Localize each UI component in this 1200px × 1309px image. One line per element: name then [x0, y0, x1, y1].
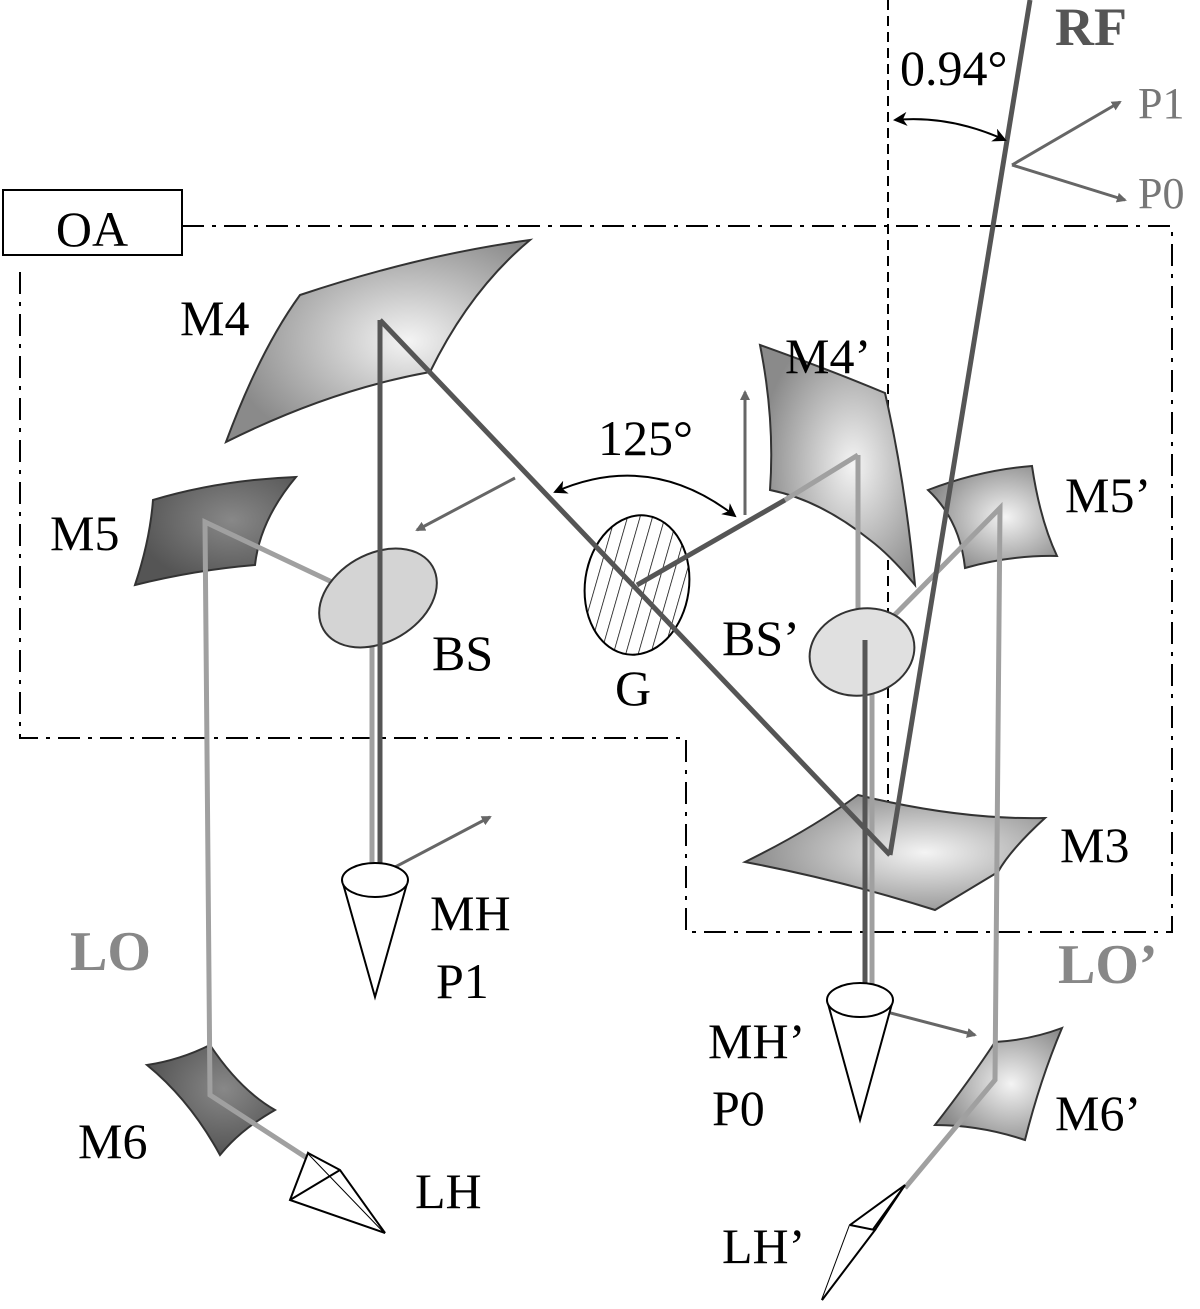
m4-prime-label: M4’	[785, 328, 871, 384]
mh-label: MH	[430, 885, 511, 941]
signal-beam	[377, 0, 1033, 1000]
oa-label-box: OA	[2, 189, 183, 257]
mh-horn	[341, 862, 409, 1001]
angle-arc-g	[553, 474, 737, 518]
p1-output-label: P1	[1138, 79, 1184, 128]
m6-label: M6	[78, 1113, 147, 1169]
m3-label: M3	[1060, 817, 1129, 873]
lh-label: LH	[415, 1163, 482, 1219]
mirror-m6-prime	[932, 1026, 1064, 1142]
p1-direction-arrow	[1011, 100, 1122, 167]
p0-output-label: P0	[1138, 169, 1184, 218]
mh-prime-p0-label: P0	[712, 1080, 765, 1136]
lo-prime-label: LO’	[1058, 934, 1158, 996]
diffraction-arrow-left	[415, 476, 516, 532]
g-label: G	[615, 660, 651, 716]
mirror-m3	[741, 793, 1048, 912]
bs-prime-label: BS’	[722, 610, 800, 666]
m4-label: M4	[180, 290, 249, 346]
m6-prime-label: M6’	[1055, 1085, 1141, 1141]
oa-boundary	[19, 225, 1173, 933]
mh-prime-horn	[826, 982, 894, 1124]
mirror-m6	[144, 1043, 278, 1157]
mirror-m5	[133, 475, 299, 587]
angle-g-label: 125°	[598, 410, 693, 466]
p0-direction-arrow	[1011, 163, 1127, 203]
oa-label: OA	[56, 201, 128, 257]
m5-prime-label: M5’	[1065, 467, 1151, 523]
lh-prime-horn	[821, 1184, 906, 1301]
m5-label: M5	[50, 505, 119, 561]
mh-p1-label: P1	[436, 953, 489, 1009]
lo-label: LO	[70, 921, 151, 983]
mh-prime-label: MH’	[708, 1013, 805, 1069]
rf-label: RF	[1055, 0, 1127, 57]
mh-direction-arrow	[379, 815, 492, 877]
angle-arc-rf	[893, 111, 1007, 142]
lh-horn	[288, 1151, 386, 1234]
lh-prime-label: LH’	[722, 1218, 805, 1274]
bs-label: BS	[432, 625, 493, 681]
angle-rf-label: 0.94°	[900, 40, 1008, 96]
beam-splitter-bs-prime	[808, 607, 916, 697]
